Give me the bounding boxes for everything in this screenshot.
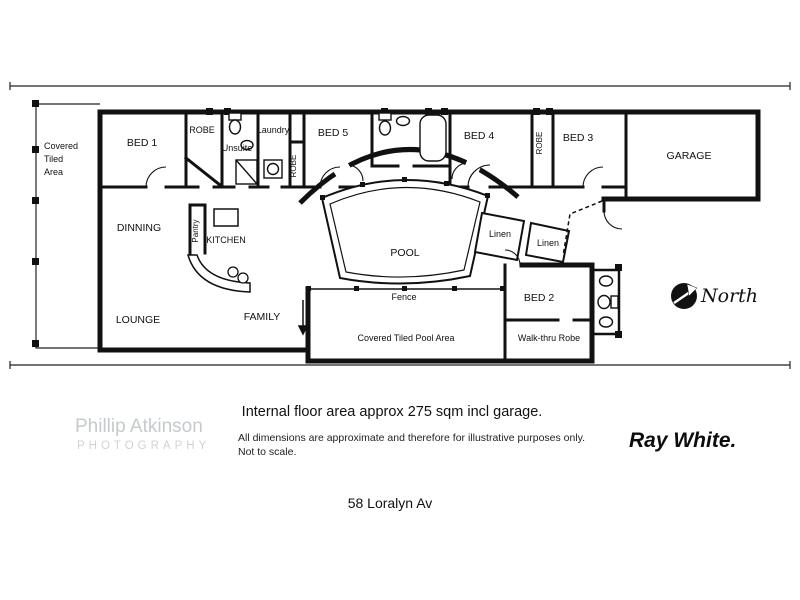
robe2-label: ROBE [535,132,544,155]
agency-logo: Ray White. [629,429,736,452]
bed4-label: BED 4 [464,130,495,142]
linen2-label: Linen [537,238,559,248]
property-boundary [9,82,791,369]
entry-arrow [297,300,309,336]
linen1-label: Linen [489,229,511,239]
bed2-label: BED 2 [524,292,555,304]
dining-label: DINNING [117,222,161,234]
pool-label: POOL [390,247,419,259]
fence-posts [306,286,505,291]
toilet-tank-icon [228,112,242,121]
north-compass: North [671,283,758,309]
bed1-label: BED 1 [127,137,158,149]
compass-arrowhead-icon [686,283,698,297]
room-labels: Covered Tiled Area BED 1 ROBE Unsuite La… [44,125,711,343]
toilet-icon [228,119,242,135]
covered-area-label-2: Tiled [44,154,63,164]
kitchen-sink [227,266,249,284]
interior-walls [98,110,628,363]
toilet-icon [597,294,611,310]
bed5-label: BED 5 [318,127,349,139]
address-label: 58 Loralyn Av [348,495,433,511]
area-note: Internal floor area approx 275 sqm incl … [242,404,543,420]
covered-area-label-3: Area [44,167,63,177]
kitchen-label: KITCHEN [206,235,246,245]
covered-area-label-1: Covered [44,141,78,151]
pool-area-label: Covered Tiled Pool Area [357,333,454,343]
kitchen-bench [187,254,251,293]
window-markers [206,108,622,338]
robe-hall-label: ROBE [289,155,298,178]
bathtub-icon [419,114,447,162]
bed2-bathroom-walls [592,268,621,336]
garage-label: GARAGE [667,150,712,162]
gallery-curved-wall [298,146,520,205]
veranda-posts [32,100,39,347]
lounge-label: LOUNGE [116,314,160,326]
sink-icon [240,139,254,151]
bed3-label: BED 3 [563,132,594,144]
covered-area-outline [35,103,100,349]
dashed-path [562,200,603,257]
sink-icon [598,275,614,287]
footer-texts: Phillip Atkinson PHOTOGRAPHY Internal fl… [75,404,736,511]
north-label: North [700,285,758,307]
disclaimer-line1: All dimensions are approximate and there… [238,432,585,444]
walkthru-robe-label: Walk-thru Robe [518,333,580,343]
toilet-tank-icon [378,112,392,121]
robe1-label: ROBE [189,125,215,135]
gallery-door-gaps [332,159,482,178]
fence-label: Fence [391,292,416,302]
pool-inner [329,186,481,278]
linen-closets [473,211,571,264]
pantry-label: Pantry [191,219,200,242]
ensuite-label: Unsuite [222,143,253,153]
watermark-name: Phillip Atkinson [75,416,203,437]
kitchen-island [213,208,239,227]
toilet-icon [378,120,392,136]
sink-icon [598,316,614,328]
laundry-label: Laundry [257,125,290,135]
bathroom-fixtures [228,112,619,328]
compass-arrow-icon [673,290,691,305]
door-arcs [145,162,623,266]
disclaimer-line2: Not to scale. [238,446,296,458]
family-label: FAMILY [244,311,281,323]
sink-icon [395,115,411,127]
watermark-subtitle: PHOTOGRAPHY [77,440,210,452]
pool-fence-posts [320,177,490,200]
toilet-tank-icon [610,295,619,309]
